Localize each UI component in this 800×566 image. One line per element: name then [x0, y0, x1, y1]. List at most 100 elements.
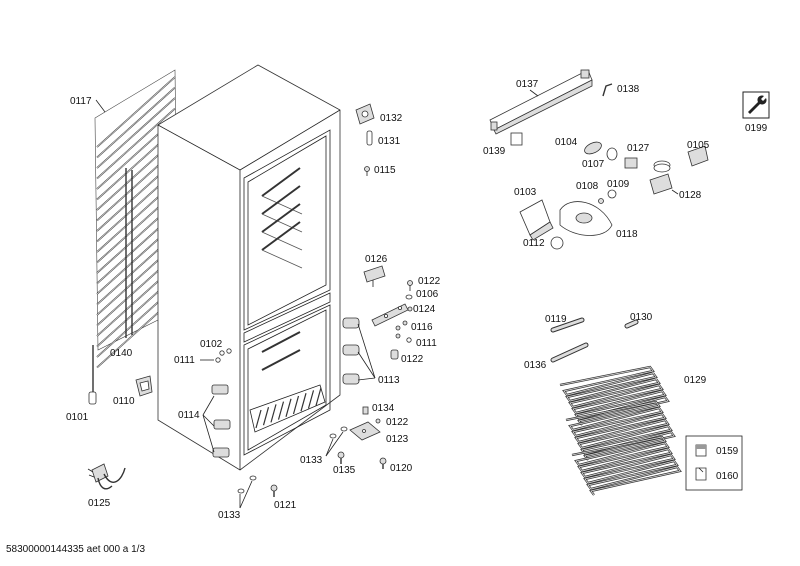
coil-tube-highlight: [96, 108, 176, 179]
rod-0119: [550, 317, 585, 333]
evaporator-tube-highlight: [565, 401, 675, 461]
label-0106: 0106: [416, 289, 439, 300]
rack-bar: [300, 393, 307, 412]
rod-0136: [550, 342, 589, 363]
washers-0133-mid: [329, 426, 348, 439]
screw-0122-low: [375, 418, 381, 424]
label-0109: 0109: [607, 179, 630, 190]
pin-0131: [366, 130, 373, 146]
shelf-edge: [261, 231, 303, 251]
label-0139: 0139: [483, 146, 506, 157]
rack-bar: [292, 395, 300, 415]
hinge-0114: [211, 384, 231, 458]
washer-0111-right: [406, 337, 412, 343]
evaporator-0129: [559, 365, 682, 496]
shelf-edge: [261, 213, 303, 233]
rack-bar: [307, 390, 315, 409]
label-0130: 0130: [630, 312, 653, 323]
label-0105: 0105: [687, 140, 710, 151]
switch-0127: [624, 157, 638, 169]
screw-0115: [364, 166, 370, 176]
label-0159: 0159: [716, 446, 739, 457]
shelf: [261, 221, 301, 251]
label-0133-mid: 0133: [300, 455, 323, 466]
rack-bar: [255, 409, 262, 429]
label-0140: 0140: [110, 348, 133, 359]
label-0126: 0126: [365, 254, 388, 265]
cable-coil: [653, 160, 671, 173]
socket-0107: [606, 147, 618, 161]
label-0102: 0102: [200, 339, 223, 350]
label-0160: 0160: [716, 471, 739, 482]
screw-0120: [379, 457, 387, 469]
rack-bar: [270, 404, 277, 423]
bracket-part-0110: [135, 375, 153, 397]
label-0118: 0118: [616, 229, 638, 240]
label-0127: 0127: [627, 143, 650, 154]
rack-bar: [262, 407, 270, 426]
wrench-icon: [742, 91, 770, 119]
washer-0106: [405, 294, 413, 300]
label-0138: 0138: [617, 84, 640, 95]
part-0126: [363, 265, 386, 287]
document-0159: [695, 444, 707, 457]
lamp-0104: [584, 141, 602, 155]
label-0134: 0134: [372, 403, 395, 414]
label-0123: 0123: [386, 434, 409, 445]
coil-tube-highlight: [96, 76, 176, 148]
coil-tube-highlight: [96, 87, 176, 158]
label-0120: 0120: [390, 463, 413, 474]
shelf: [261, 331, 301, 353]
label-0110: 0110: [113, 396, 135, 407]
label-0137: 0137: [516, 79, 539, 90]
screw-0108: [598, 198, 604, 204]
refrigerator-cabinet: [157, 64, 341, 471]
label-0111-left: 0111: [174, 355, 195, 366]
rack-bar: [285, 398, 292, 417]
screw-0121: [270, 484, 278, 497]
label-0117: 0117: [70, 96, 92, 107]
label-0114: 0114: [178, 410, 200, 421]
label-0124: 0124: [413, 304, 436, 315]
screws-0116: [395, 320, 408, 339]
pin-0130: [624, 319, 639, 329]
label-0125: 0125: [88, 498, 111, 509]
label-0108: 0108: [576, 181, 599, 192]
label-0136: 0136: [524, 360, 547, 371]
label-0112: 0112: [523, 238, 545, 249]
label-0135: 0135: [333, 465, 356, 476]
label-0122-top: 0122: [418, 276, 441, 287]
label-0116: 0116: [411, 322, 433, 333]
washers-0133-bottom: [237, 475, 257, 494]
drain-tube-part: [88, 345, 97, 405]
shelf-edge: [261, 195, 303, 215]
hinge-top-0132: [355, 103, 375, 125]
label-0122-low: 0122: [386, 417, 409, 428]
rack-bar: [315, 387, 322, 406]
shelf-edge: [261, 249, 303, 269]
footer-code: 58300000144335 aet 000 a 1/3: [6, 544, 146, 555]
label-0107: 0107: [582, 159, 605, 170]
documents-box: [685, 435, 743, 491]
shelf: [261, 203, 301, 233]
power-cord-0125: [87, 463, 126, 490]
lamp-housing-0118: [559, 201, 613, 236]
shelf: [261, 185, 301, 215]
screws-0102: [215, 348, 232, 363]
hinge-covers-0113: [342, 317, 360, 385]
part-0105: [687, 145, 709, 167]
label-0133-bottom: 0133: [218, 510, 241, 521]
hinge-plate-0124: [371, 303, 409, 327]
label-0101: 0101: [66, 412, 89, 423]
label-0111-right: 0111: [416, 338, 437, 349]
label-0128: 0128: [679, 190, 702, 201]
document-0160: [695, 467, 707, 481]
screw-0122-top: [407, 280, 413, 291]
label-0104: 0104: [555, 137, 578, 148]
label-0132: 0132: [380, 113, 403, 124]
rack-bar: [277, 401, 285, 420]
cap-0112: [550, 236, 564, 250]
label-0122-mid: 0122: [401, 354, 424, 365]
control-housing-0137: [489, 69, 593, 135]
